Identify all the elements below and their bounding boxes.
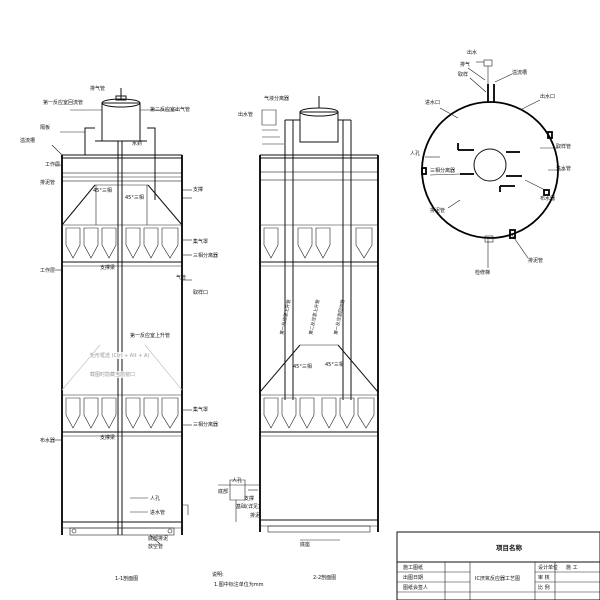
label-separator: 三相分离器 — [193, 252, 218, 259]
ghost-toolbar-item-1[interactable]: 矩形框选 (Ctrl + Alt + A) — [90, 352, 150, 359]
ghost-toolbar-item-2[interactable]: 截图时隐藏当前窗口 — [90, 371, 136, 378]
label-plan-drain: 排泥管 — [430, 207, 445, 214]
notes-title: 说明: — [212, 571, 224, 578]
label-plan-stair: 检修梯 — [475, 269, 490, 276]
tb-row1-v2: 施 工 — [566, 564, 578, 571]
label-tray2: 45°三相 — [125, 194, 144, 201]
label-bottom-inlet: 进水管 — [150, 509, 165, 516]
label-level1: 工作层 — [40, 267, 55, 274]
label-s2-bottom: 底部 — [218, 488, 228, 495]
label-plan-sampling: 取样管 — [556, 143, 571, 150]
label-plan-top1: 出水 — [467, 49, 477, 56]
label-vent-pipe: 排气管 — [90, 85, 105, 92]
label-water-seal: 水封 — [132, 140, 142, 147]
label-s2-base-note: 基础(详见) — [236, 503, 260, 510]
notes-line1: 1.图中标注单位为mm — [214, 581, 264, 588]
label-plan-manhole: 人孔 — [410, 150, 420, 157]
label-plan-a: 进水口 — [425, 99, 440, 106]
section-2-labels: 气液分离器 出水管 第一反应室上升管 第二反应室上升管 第一反应室回流管 45°… — [218, 95, 347, 581]
plan-view-drawing — [421, 59, 565, 268]
label-s2-manhole: 人孔 — [232, 477, 242, 484]
tb-row1-k: 施工图纸 — [403, 564, 423, 571]
label-s2-support: 支撑 — [244, 495, 254, 502]
label-gas-separator: 气液分离器 — [264, 95, 289, 102]
title-block: 项目名称 IC厌氧反应器工艺图 施工图纸 出图日期 图纸会签人 设计单位 审 核… — [396, 531, 600, 600]
label-s2-sludge: 排泥 — [250, 512, 260, 519]
label-distributor: 布水器 — [40, 437, 55, 444]
label-layer: 工作层 — [45, 161, 60, 168]
label-s2-base: 底座 — [300, 541, 310, 548]
label-manhole: 人孔 — [150, 495, 160, 502]
label-down1: 第一反应室回流管 — [332, 298, 346, 335]
label-riser2: 第二反应室上升管 — [307, 298, 321, 335]
title-block-drawing-title: IC厌氧反应器工艺图 — [475, 575, 520, 582]
section-1-drawing — [51, 88, 192, 545]
label-plan-top2: 排气 — [460, 61, 470, 68]
tb-row3-k: 图纸会签人 — [403, 584, 428, 591]
plan-inner-circle — [473, 148, 507, 182]
label-tray1: 45°三相 — [93, 187, 112, 194]
label-drain: 放空管 — [148, 543, 163, 550]
label-support-beam-2: 支撑梁 — [100, 434, 115, 441]
label-s2-tray1: 45°三相 — [293, 363, 312, 370]
plan-view-labels: 出水 排气 取样 溢流槽 进水口 出水口 人孔 取样管 进水管 三相分离器 布水… — [410, 49, 571, 276]
label-plan-b: 出水口 — [540, 93, 555, 100]
label-separator-2: 三相分离器 — [193, 421, 218, 428]
label-second-reflux: 第二反应室出气管 — [150, 106, 190, 113]
label-s2-tray2: 45°三相 — [325, 361, 344, 368]
label-plan-inlet-r: 进水管 — [556, 165, 571, 172]
section-2-drawing — [218, 96, 379, 541]
label-gas-pipe: 气管 — [176, 274, 186, 281]
label-baffle: 隔板 — [40, 124, 50, 131]
tb-row2-k: 出图日期 — [403, 574, 423, 581]
label-gas-collector-2: 集气罩 — [193, 406, 208, 413]
label-support: 支撑 — [193, 186, 203, 193]
label-inner-pipe: 第一反应室上升管 — [130, 332, 170, 339]
tb-row3-k2: 比 例 — [538, 584, 550, 591]
section-2-caption: 2-2剖面图 — [313, 574, 336, 581]
label-plan-top3: 取样 — [458, 71, 468, 78]
top-separator-tank — [299, 111, 339, 143]
label-sludge-in: 排泥管 — [40, 179, 55, 186]
label-plan-cone: 布水器 — [540, 195, 555, 202]
label-outlet: 出水管 — [238, 111, 253, 118]
top-gas-tank — [101, 102, 141, 142]
label-gas-collector: 集气罩 — [193, 238, 208, 245]
label-plan-weir: 溢流槽 — [512, 69, 527, 76]
label-plan-separator: 三相分离器 — [430, 167, 455, 174]
label-bottom-sludge: 底部排泥 — [148, 535, 168, 542]
tb-row1-k2: 设计单位 — [538, 564, 558, 571]
notes: 说明: 1.图中标注单位为mm — [212, 571, 264, 588]
lower-separator-row — [62, 394, 182, 437]
section-1-labels: 排气管 第一反应室回流管 第二反应室出气管 水封 隔板 溢流槽 工作层 45°三… — [20, 85, 218, 582]
title-block-project-label: 项目名称 — [496, 543, 523, 552]
label-plan-bottom2: 排泥管 — [528, 257, 543, 264]
label-support-beam: 支撑梁 — [100, 264, 115, 271]
label-overflow-weir: 溢流槽 — [20, 137, 35, 144]
label-first-reflux: 第一反应室回流管 — [43, 99, 83, 106]
upper-separator-row — [62, 224, 182, 267]
label-sampling: 取样口 — [193, 289, 208, 296]
tb-row2-k2: 审 核 — [538, 574, 550, 581]
section-1-caption: 1-1剖面图 — [115, 575, 138, 582]
